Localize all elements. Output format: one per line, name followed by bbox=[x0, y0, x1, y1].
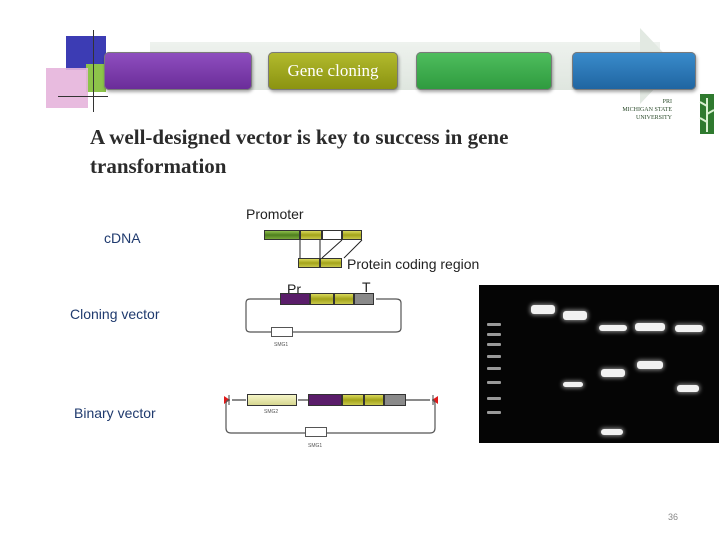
cloning-smg1-box bbox=[271, 327, 293, 337]
university-logo-text: PRI MICHIGAN STATE UNIVERSITY bbox=[622, 99, 672, 121]
gel-ladder-band bbox=[487, 333, 501, 336]
protein-coding-region-label: Protein coding region bbox=[347, 256, 480, 272]
binary-smg2-label: SMG2 bbox=[264, 409, 279, 415]
cloning-promoter-segment bbox=[280, 293, 310, 305]
gel-band bbox=[563, 382, 583, 387]
cdna-segment-c bbox=[342, 230, 362, 240]
cdna-label: cDNA bbox=[104, 230, 141, 246]
binary-terminator-segment bbox=[384, 394, 406, 406]
coding-region-segment-a bbox=[298, 258, 320, 268]
process-step-4[interactable] bbox=[572, 52, 696, 90]
page-number: 36 bbox=[668, 512, 679, 522]
gel-ladder-band bbox=[487, 343, 501, 346]
gel-band bbox=[601, 369, 625, 377]
binary-smg1-box bbox=[305, 427, 327, 437]
binary-vector-backbone bbox=[224, 395, 438, 434]
binary-promoter-segment bbox=[308, 394, 342, 406]
binary-smg1-label: SMG1 bbox=[308, 443, 323, 449]
corner-square-green bbox=[86, 64, 106, 92]
process-step-2-label: Gene cloning bbox=[287, 61, 379, 80]
gel-ladder-band bbox=[487, 381, 501, 384]
process-step-1[interactable] bbox=[104, 52, 252, 90]
promoter-segment bbox=[264, 230, 300, 240]
gel-band bbox=[635, 323, 665, 331]
cdna-segment-a bbox=[300, 230, 322, 240]
gel-band bbox=[601, 429, 623, 435]
slide-title: A well-designed vector is key to success… bbox=[90, 125, 509, 178]
binary-gene-segment-a bbox=[342, 394, 364, 406]
cloning-terminator-segment bbox=[354, 293, 374, 305]
university-logo: PRI MICHIGAN STATE UNIVERSITY bbox=[614, 98, 672, 132]
cloning-vector-backbone bbox=[245, 298, 402, 333]
plant-logo-icon bbox=[696, 92, 718, 136]
binary-vector-label: Binary vector bbox=[74, 405, 156, 421]
cloning-gene-segment-a bbox=[310, 293, 334, 305]
gel-band bbox=[637, 361, 663, 369]
gel-ladder-band bbox=[487, 323, 501, 326]
gel-ladder-band bbox=[487, 411, 501, 414]
cdna-connector-lines bbox=[299, 239, 363, 259]
gel-band bbox=[675, 325, 703, 332]
corner-square-pink bbox=[46, 68, 88, 108]
cdna-segment-b bbox=[322, 230, 342, 240]
corner-line-vertical bbox=[93, 30, 94, 112]
binary-gene-segment-b bbox=[364, 394, 384, 406]
corner-line-horizontal bbox=[58, 96, 108, 97]
promoter-label: Promoter bbox=[246, 206, 304, 222]
binary-smg2-segment bbox=[247, 394, 297, 406]
gel-ladder-band bbox=[487, 367, 501, 370]
gel-band bbox=[599, 325, 627, 331]
cloning-gene-segment-b bbox=[334, 293, 354, 305]
process-step-3[interactable] bbox=[416, 52, 552, 90]
gel-ladder-band bbox=[487, 355, 501, 358]
cloning-smg1-label: SMG1 bbox=[274, 342, 289, 348]
gel-electrophoresis-image bbox=[479, 285, 719, 443]
gel-band bbox=[677, 385, 699, 392]
gel-ladder-band bbox=[487, 397, 501, 400]
gel-band bbox=[563, 311, 587, 320]
coding-region-segment-b bbox=[320, 258, 342, 268]
t-label: T bbox=[362, 279, 371, 295]
gel-band bbox=[531, 305, 555, 314]
process-step-2[interactable]: Gene cloning bbox=[268, 52, 398, 90]
cloning-vector-label: Cloning vector bbox=[70, 306, 160, 322]
